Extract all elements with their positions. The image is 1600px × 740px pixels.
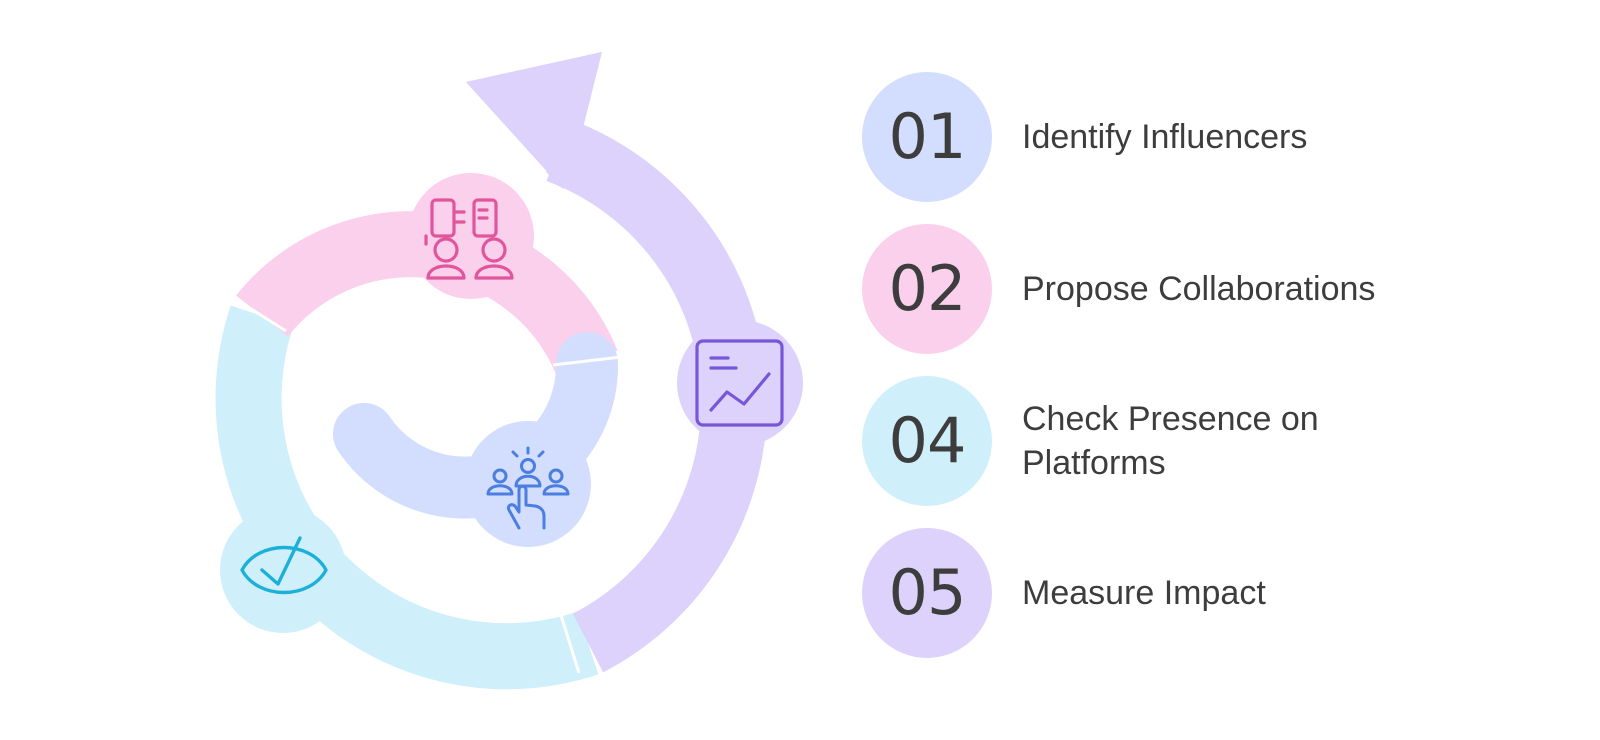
segment-divider xyxy=(558,611,581,674)
pink-icon-node xyxy=(408,173,534,299)
step-2: 02 Propose Collaborations xyxy=(862,224,1562,354)
step-1: 01 Identify Influencers xyxy=(862,72,1562,202)
blue-icon-node xyxy=(465,421,591,547)
audience-select-icon xyxy=(486,446,570,530)
step-badge-1: 01 xyxy=(862,72,992,202)
step-3: 04 Check Presence on Platforms xyxy=(862,376,1562,506)
step-badge-3: 04 xyxy=(862,376,992,506)
step-badge-2: 02 xyxy=(862,224,992,354)
step-label: Propose Collaborations xyxy=(1022,269,1376,308)
plug-connection-icon xyxy=(424,198,514,280)
eye-check-icon xyxy=(240,536,328,595)
step-badge-4: 05 xyxy=(862,528,992,658)
purple-icon-node xyxy=(677,320,803,446)
step-label: Measure Impact xyxy=(1022,573,1266,612)
step-number: 05 xyxy=(888,556,967,629)
step-number: 01 xyxy=(888,100,967,173)
step-label: Check Presence on Platforms xyxy=(1022,399,1319,482)
segment-divider xyxy=(236,298,287,333)
purple-arrowhead-tip xyxy=(466,52,602,189)
step-4: 05 Measure Impact xyxy=(862,528,1562,658)
segment-divider xyxy=(552,355,622,367)
cyan-icon-node xyxy=(220,507,346,633)
growth-chart-icon xyxy=(695,339,784,427)
step-label: Identify Influencers xyxy=(1022,117,1308,156)
step-number: 02 xyxy=(888,252,967,325)
step-number: 04 xyxy=(888,404,967,477)
